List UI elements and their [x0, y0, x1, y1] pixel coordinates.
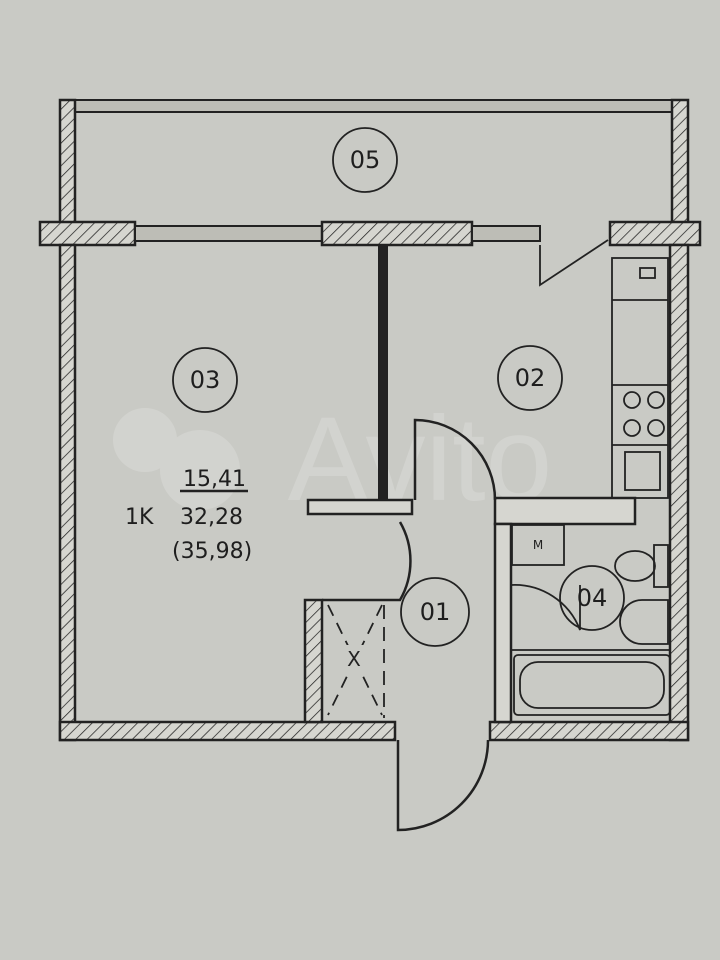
stove-burner — [623, 419, 641, 437]
facade-wall — [38, 220, 702, 247]
room-label-03: 03 — [172, 347, 238, 413]
total-area: 32,28 — [180, 505, 243, 530]
svg-text:X: X — [347, 647, 361, 671]
toilet-tank — [653, 544, 669, 588]
bathroom-fixtures: M — [511, 524, 671, 716]
kitchen-sink — [624, 451, 661, 491]
stove-burner — [647, 391, 665, 409]
apartment-type: 1K — [125, 505, 154, 530]
svg-text:01: 01 — [420, 598, 451, 626]
total-area-with-balcony: (35,98) — [172, 539, 252, 564]
kitchen-unit — [611, 257, 669, 499]
room-label-01: 01 — [400, 577, 470, 647]
room-label-02: 02 — [497, 345, 563, 411]
balcony-walls — [58, 98, 690, 226]
svg-text:03: 03 — [190, 366, 221, 394]
svg-text:02: 02 — [515, 364, 546, 392]
meter-box — [511, 524, 565, 566]
svg-text:M: M — [533, 538, 543, 552]
washbasin — [619, 599, 669, 645]
svg-text:04: 04 — [577, 584, 608, 612]
stove-burner — [647, 419, 665, 437]
stove-burner — [623, 391, 641, 409]
closet: X — [327, 604, 385, 718]
svg-text:05: 05 — [350, 146, 381, 174]
outer-walls — [58, 243, 690, 742]
area-annotation: 1K 15,41 32,28 (35,98) — [125, 467, 252, 564]
room-label-05: 05 — [332, 127, 398, 193]
room-label-04: 04 — [559, 565, 625, 631]
interior-walls — [303, 245, 670, 724]
bathtub — [513, 654, 671, 716]
living-area: 15,41 — [183, 467, 246, 492]
doors — [322, 239, 609, 832]
toilet — [614, 550, 656, 582]
